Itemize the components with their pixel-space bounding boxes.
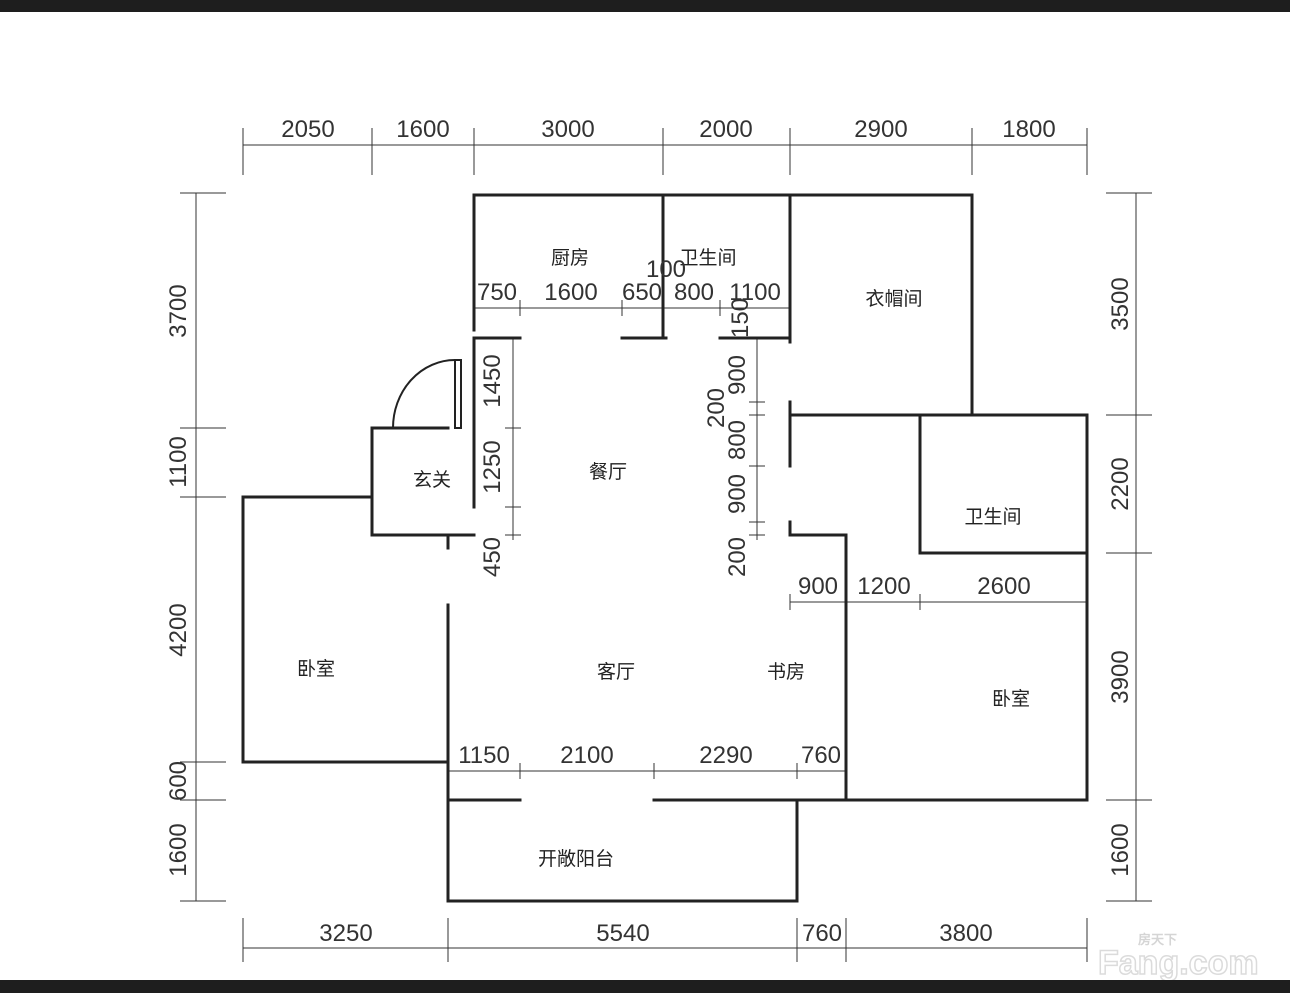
dim-inner-1: 750 xyxy=(477,279,517,306)
room-bathroom-right: 卫生间 xyxy=(964,506,1021,528)
dim-left-4: 600 xyxy=(165,761,192,801)
watermark-logo: 房天下 Fang.com xyxy=(1097,932,1259,980)
dim-mid-4: 900 xyxy=(724,474,751,514)
dim-rrow-1: 900 xyxy=(798,573,838,600)
dim-left-2: 1100 xyxy=(165,436,192,488)
dim-top-6: 1800 xyxy=(1002,116,1055,143)
dim-rrow-2: 1200 xyxy=(857,573,910,600)
dim-inner-2: 1600 xyxy=(544,279,597,306)
dim-right-3: 3900 xyxy=(1107,650,1134,703)
dim-top-5: 2900 xyxy=(854,116,907,143)
dim-rrow-3: 2600 xyxy=(977,573,1030,600)
dim-inner-150: 150 xyxy=(727,298,754,338)
dim-bottom-2: 5540 xyxy=(596,920,649,947)
room-cloakroom: 衣帽间 xyxy=(865,288,922,310)
dim-left-5: 1600 xyxy=(165,823,192,876)
watermark-brand-en: Fang.com xyxy=(1098,944,1259,980)
watermark-brand-cn: 房天下 xyxy=(1138,932,1177,947)
room-living: 客厅 xyxy=(597,661,635,683)
dim-right-1: 3500 xyxy=(1107,277,1134,330)
dim-top-2: 1600 xyxy=(396,116,449,143)
room-kitchen: 厨房 xyxy=(551,247,589,269)
dim-bottom-4: 3800 xyxy=(939,920,992,947)
room-bathroom-top: 卫生间 xyxy=(679,247,736,269)
dim-inner-100: 100 xyxy=(646,256,686,283)
dim-bottom-1: 3250 xyxy=(319,920,372,947)
dim-inner-3: 650 xyxy=(622,279,662,306)
room-foyer: 玄关 xyxy=(413,469,451,491)
dim-foyer-3: 450 xyxy=(479,537,506,577)
dim-mid-2: 200 xyxy=(703,388,730,428)
dim-top-4: 2000 xyxy=(699,116,752,143)
dim-mid-1: 900 xyxy=(724,355,751,395)
dim-brow-1: 1150 xyxy=(458,742,510,769)
room-study: 书房 xyxy=(767,661,805,683)
floor-plan: 厨房 卫生间 衣帽间 玄关 餐厅 卫生间 卧室 客厅 书房 卧室 开敞阳台 20… xyxy=(165,116,1259,980)
room-dining: 餐厅 xyxy=(589,461,627,483)
dim-top-1: 2050 xyxy=(281,116,334,143)
dim-right-4: 1600 xyxy=(1107,823,1134,876)
dim-top-3: 3000 xyxy=(541,116,594,143)
dim-mid-5: 200 xyxy=(724,537,751,577)
dimension-texts: 2050 1600 3000 2000 2900 1800 3250 5540 … xyxy=(165,116,1134,947)
room-balcony: 开敞阳台 xyxy=(538,848,614,870)
dim-inner-5: 1100 xyxy=(729,279,781,306)
room-labels: 厨房 卫生间 衣帽间 玄关 餐厅 卫生间 卧室 客厅 书房 卧室 开敞阳台 xyxy=(297,247,1030,870)
drawing-sheet: 厨房 卫生间 衣帽间 玄关 餐厅 卫生间 卧室 客厅 书房 卧室 开敞阳台 20… xyxy=(0,12,1290,980)
dim-inner-4: 800 xyxy=(674,279,714,306)
dim-brow-4: 760 xyxy=(801,742,841,769)
room-bedroom-right: 卧室 xyxy=(992,688,1030,710)
dim-foyer-1: 1450 xyxy=(479,354,506,407)
room-bedroom-left: 卧室 xyxy=(297,658,335,680)
dim-bottom-3: 760 xyxy=(802,920,842,947)
dim-right-2: 2200 xyxy=(1107,457,1134,510)
walls xyxy=(241,193,1089,903)
dim-foyer-2: 1250 xyxy=(479,440,506,493)
dim-left-1: 3700 xyxy=(165,284,192,337)
dimension-lines xyxy=(180,128,1152,962)
dim-brow-2: 2100 xyxy=(560,742,613,769)
dim-left-3: 4200 xyxy=(165,603,192,656)
dim-mid-3: 800 xyxy=(724,420,751,460)
dim-brow-3: 2290 xyxy=(699,742,752,769)
